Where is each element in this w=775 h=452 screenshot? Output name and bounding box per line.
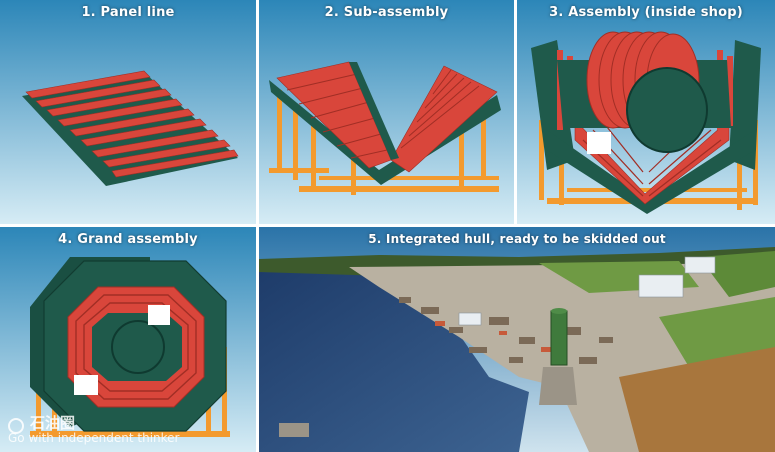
panel-title: 1. Panel line — [81, 5, 175, 20]
panel-title: 5. Integrated hull, ready to be skidded … — [368, 232, 666, 246]
grand-assembly-illustration — [0, 227, 256, 452]
panel-title: 3. Assembly (inside shop) — [549, 5, 743, 20]
panel-panel-line: 1. Panel line — [0, 0, 256, 224]
sub-assembly-illustration — [259, 0, 514, 224]
panel-grand-assembly: 4. Grand assembly 石油圈 Go with independen… — [0, 227, 256, 452]
watermark: 石油圈 Go with independent thinker — [8, 416, 180, 446]
panel-integrated-hull-photo: 5. Integrated hull, ready to be skidded … — [259, 227, 775, 452]
droplet-logo-icon — [8, 418, 24, 434]
panel-title: 2. Sub-assembly — [324, 5, 449, 20]
shipyard-aerial-photo — [259, 227, 775, 452]
panel-sub-assembly: 2. Sub-assembly — [259, 0, 514, 224]
assembly-illustration — [517, 0, 775, 224]
watermark-slogan: Go with independent thinker — [8, 431, 180, 445]
panel-line-illustration — [0, 0, 256, 224]
panel-assembly-inside-shop: 3. Assembly (inside shop) — [517, 0, 775, 224]
panel-title: 4. Grand assembly — [58, 232, 198, 247]
watermark-brand: 石油圈 — [30, 414, 76, 432]
